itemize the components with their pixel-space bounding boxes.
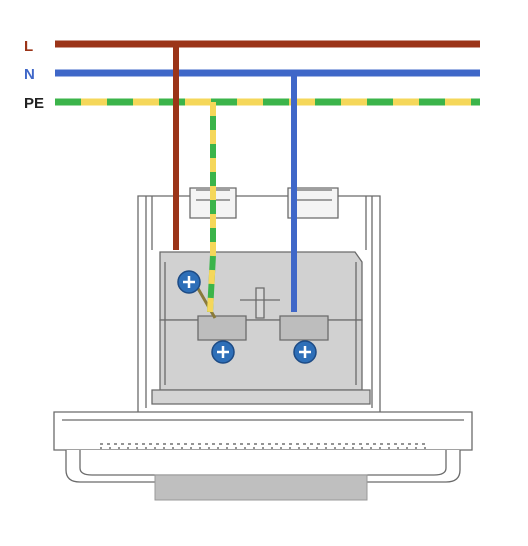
rear-box (154, 474, 368, 501)
live-label: L (24, 38, 33, 55)
earth-drop-wire (207, 102, 216, 313)
earth-label: PE (24, 95, 44, 112)
cover-plate (53, 411, 473, 483)
screw-icon (177, 270, 201, 294)
neutral-label: N (24, 66, 35, 83)
screw-icon (211, 340, 235, 364)
screw-icon (293, 340, 317, 364)
